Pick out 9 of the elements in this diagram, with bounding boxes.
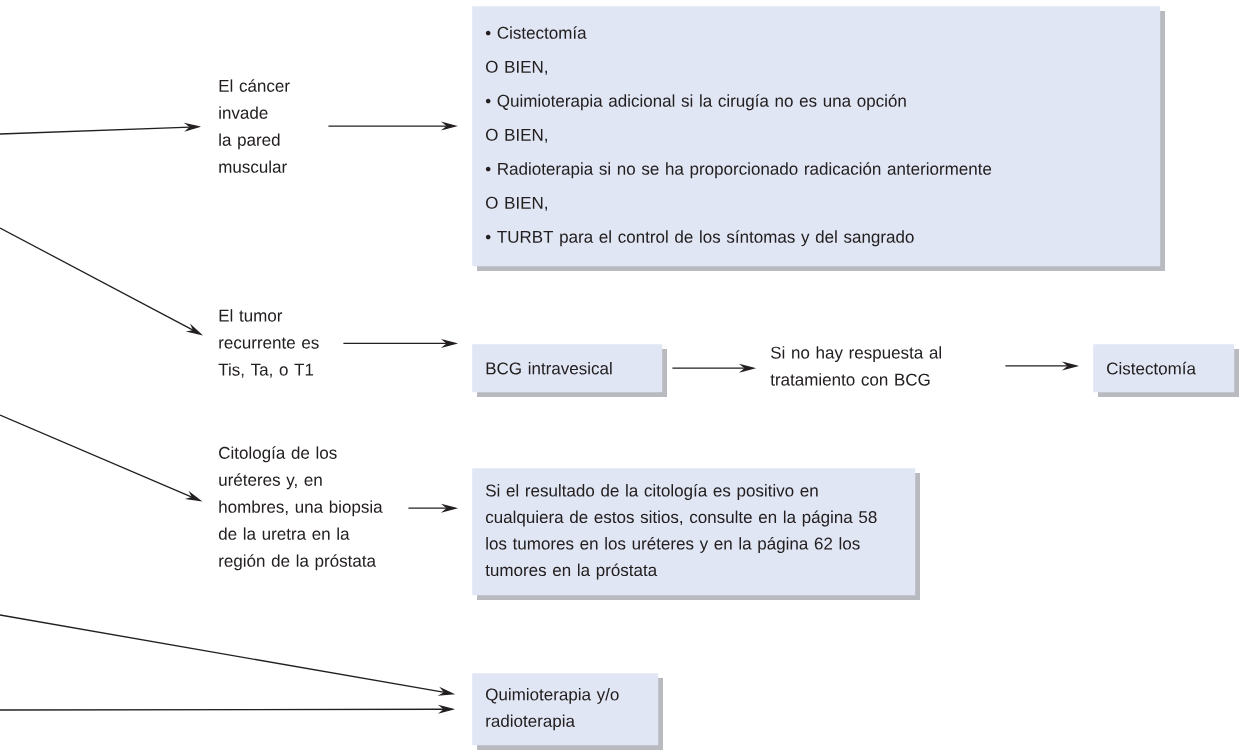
treatment-box: BCG intravesical bbox=[472, 344, 667, 397]
treatment-box: • Cistectomía O BIEN, • Quimioterapia adicional si la cirugía no es una opción O BIEN, • Radioterapia si no se ha proporcionado radicación anteriormente O BIEN, • TURBT para el control de los síntomas y del sangrado bbox=[472, 6, 1165, 271]
step-text: Si no hay respuesta al tratamiento con BCG bbox=[770, 346, 941, 386]
treatment-box: Si el resultado de la citología es positivo en cualquiera de estos sitios, consulte en la página 58 los tumores en los uréteres y en la página 62 los tumores en la próstata bbox=[472, 468, 920, 600]
step-text: El cáncer invade la pared muscular bbox=[219, 79, 290, 173]
step-text: Citología de los uréteres y, en hombres, una biopsia de la uretra en la región de la próstata bbox=[218, 446, 383, 571]
step-text: El tumor recurrente es Tis, Ta, o T1 bbox=[218, 309, 319, 378]
treatment-box: Cistectomía bbox=[1093, 344, 1239, 397]
treatment-box: Quimioterapia y/o radioterapia bbox=[472, 673, 663, 750]
